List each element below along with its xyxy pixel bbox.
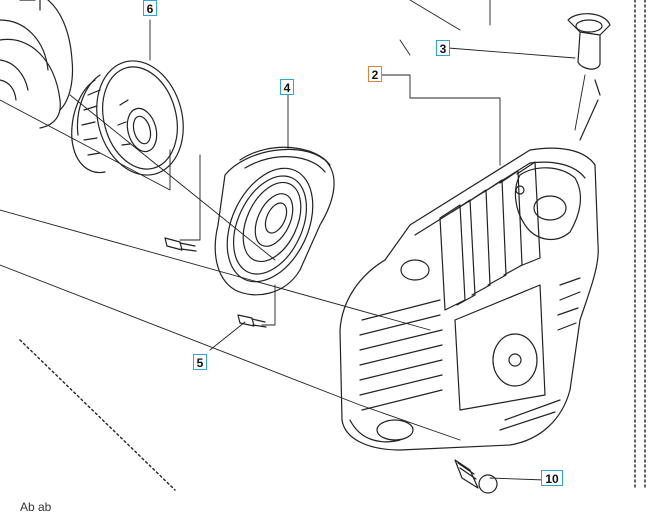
callout-10: 10 bbox=[541, 470, 563, 486]
spring-cassette bbox=[214, 146, 335, 296]
callout-4: 4 bbox=[280, 79, 294, 95]
screw-5b bbox=[237, 314, 267, 328]
screw-5a bbox=[164, 237, 197, 252]
starter-cover bbox=[339, 147, 599, 451]
callout-2: 2 bbox=[368, 66, 382, 82]
callout-5: 5 bbox=[193, 354, 207, 370]
screw-10 bbox=[454, 459, 498, 494]
starter-pulley bbox=[71, 60, 184, 176]
leader-lines bbox=[0, 0, 586, 481]
grommet bbox=[567, 13, 611, 141]
callout-6: 6 bbox=[143, 0, 157, 16]
housing-fragment bbox=[0, 0, 74, 129]
callout-3: 3 bbox=[436, 40, 450, 56]
dashed-guide-lines bbox=[19, 0, 646, 491]
footer-text: Ab ab bbox=[20, 500, 52, 514]
